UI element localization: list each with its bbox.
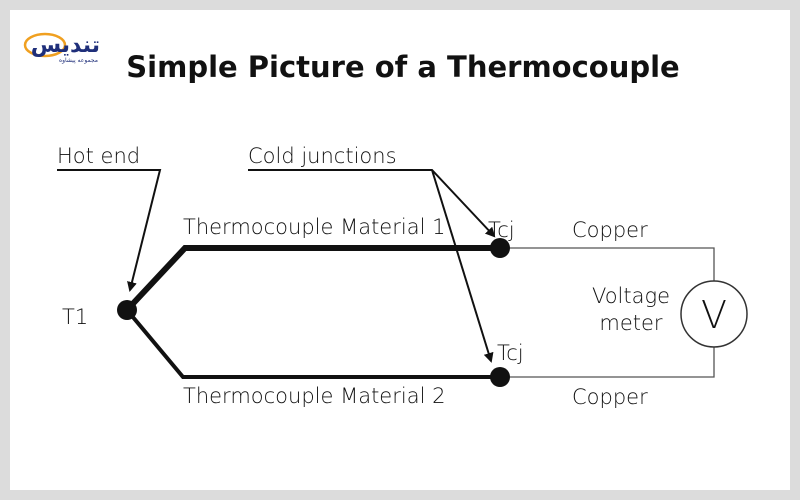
material-2-label: Thermocouple Material 2 — [183, 384, 445, 408]
cold-junction-top-dot — [490, 238, 510, 258]
cold-junctions-label: Cold junctions — [248, 144, 397, 168]
logo-swoosh-icon — [23, 32, 67, 58]
cold-junction-arrow-bottom — [431, 169, 494, 363]
material-2-wire — [125, 308, 500, 379]
logo: تندیس مجموعه پیشاوه — [23, 32, 100, 64]
material-1-label: Thermocouple Material 1 — [183, 215, 445, 239]
copper-wire-top — [500, 247, 715, 281]
logo-subtext: مجموعه پیشاوه — [59, 57, 98, 64]
cold-junction-bottom-dot — [490, 367, 510, 387]
t1-label: T1 — [62, 305, 88, 329]
logo-text: تندیس — [31, 33, 100, 58]
voltage-meter-label-line2: meter — [599, 311, 663, 335]
meter-symbol: V — [701, 293, 727, 337]
voltmeter-icon — [680, 280, 748, 348]
hot-end-label: Hot end — [57, 144, 140, 168]
hot-end-arrow — [57, 169, 162, 292]
material-1-wire — [124, 245, 500, 313]
tcj-bottom-label: Tcj — [497, 341, 524, 365]
copper-bottom-label: Copper — [572, 385, 648, 409]
page-title: Simple Picture of a Thermocouple — [126, 50, 679, 84]
voltage-meter-label-line1: Voltage — [592, 284, 670, 308]
copper-wire-bottom — [500, 347, 715, 378]
hot-junction-dot — [117, 300, 137, 320]
copper-top-label: Copper — [572, 218, 648, 242]
tcj-top-label: Tcj — [488, 218, 515, 242]
